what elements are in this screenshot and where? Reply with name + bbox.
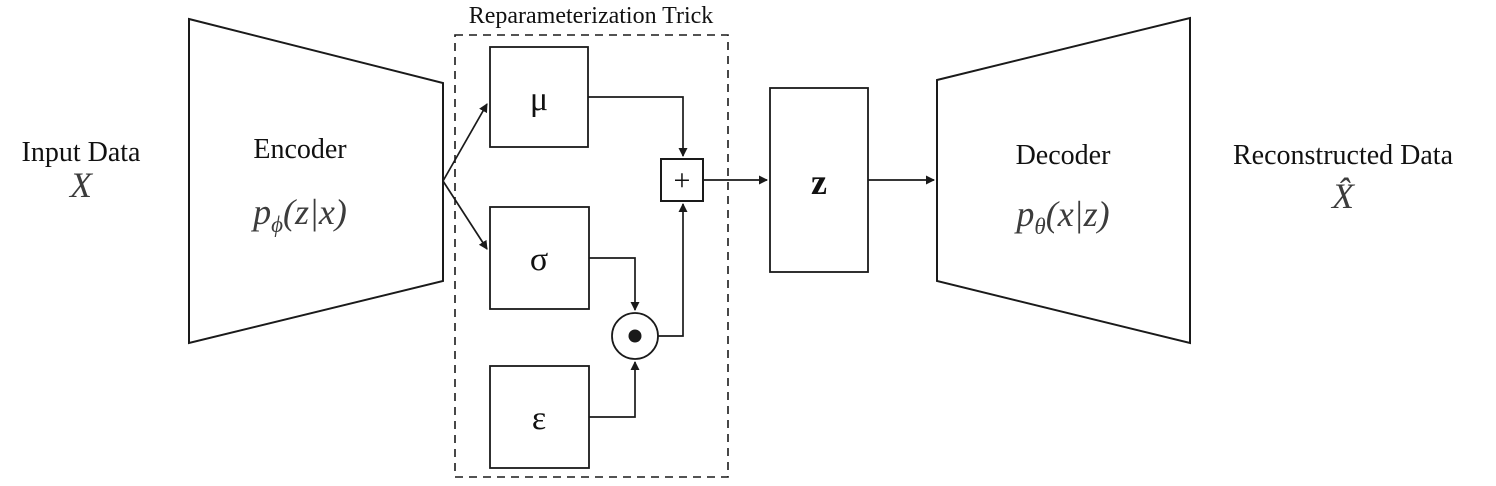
- arrow-multiply-to-sum: [658, 203, 688, 337]
- arrow-sigma-to-multiply: [589, 257, 640, 311]
- sigma-box: [489, 206, 590, 310]
- decoder-label: Decoder: [1016, 140, 1112, 171]
- sigma-label: σ: [530, 241, 548, 278]
- reparameterization-title: Reparameterization Trick: [469, 3, 714, 29]
- epsilon-label: ε: [532, 400, 546, 437]
- encoder-trapezoid-shape: [188, 17, 444, 345]
- encoder-block: Encoder pϕ(z|x): [188, 17, 444, 345]
- decoder-block: Decoder pθ(x|z): [936, 16, 1191, 345]
- decoder-trapezoid-shape: [936, 16, 1191, 345]
- connector-lines: [442, 96, 935, 418]
- decoder-math-label: pθ(x|z): [1013, 194, 1109, 239]
- reconstructed-data-label-group: Reconstructed Data X̂: [1233, 140, 1454, 216]
- reconstructed-data-label: Reconstructed Data: [1233, 140, 1454, 171]
- arrow-epsilon-to-multiply: [589, 361, 640, 418]
- encoder-label: Encoder: [253, 134, 347, 165]
- input-data-symbol: X: [68, 165, 94, 205]
- reconstructed-data-symbol: X̂: [1330, 176, 1356, 216]
- mu-label: μ: [530, 81, 548, 118]
- sum-label: +: [674, 164, 691, 197]
- arrow-encoder-to-mu: [442, 103, 488, 182]
- arrow-encoder-to-sigma: [442, 180, 488, 250]
- mu-box: [489, 46, 589, 148]
- input-data-label-group: Input Data X: [22, 137, 142, 205]
- elementwise-multiply-icon: [611, 312, 659, 360]
- reparameterization-dashed-box: [454, 34, 729, 478]
- arrow-mu-to-sum: [588, 96, 688, 157]
- epsilon-box: [489, 365, 590, 469]
- input-data-label: Input Data: [22, 137, 142, 168]
- latent-z-label: z: [811, 162, 827, 202]
- latent-z-block: z: [769, 87, 869, 273]
- reparameterization-trick-group: Reparameterization Trick μ σ ε +: [454, 3, 729, 478]
- encoder-math-label: pϕ(z|x): [250, 192, 347, 237]
